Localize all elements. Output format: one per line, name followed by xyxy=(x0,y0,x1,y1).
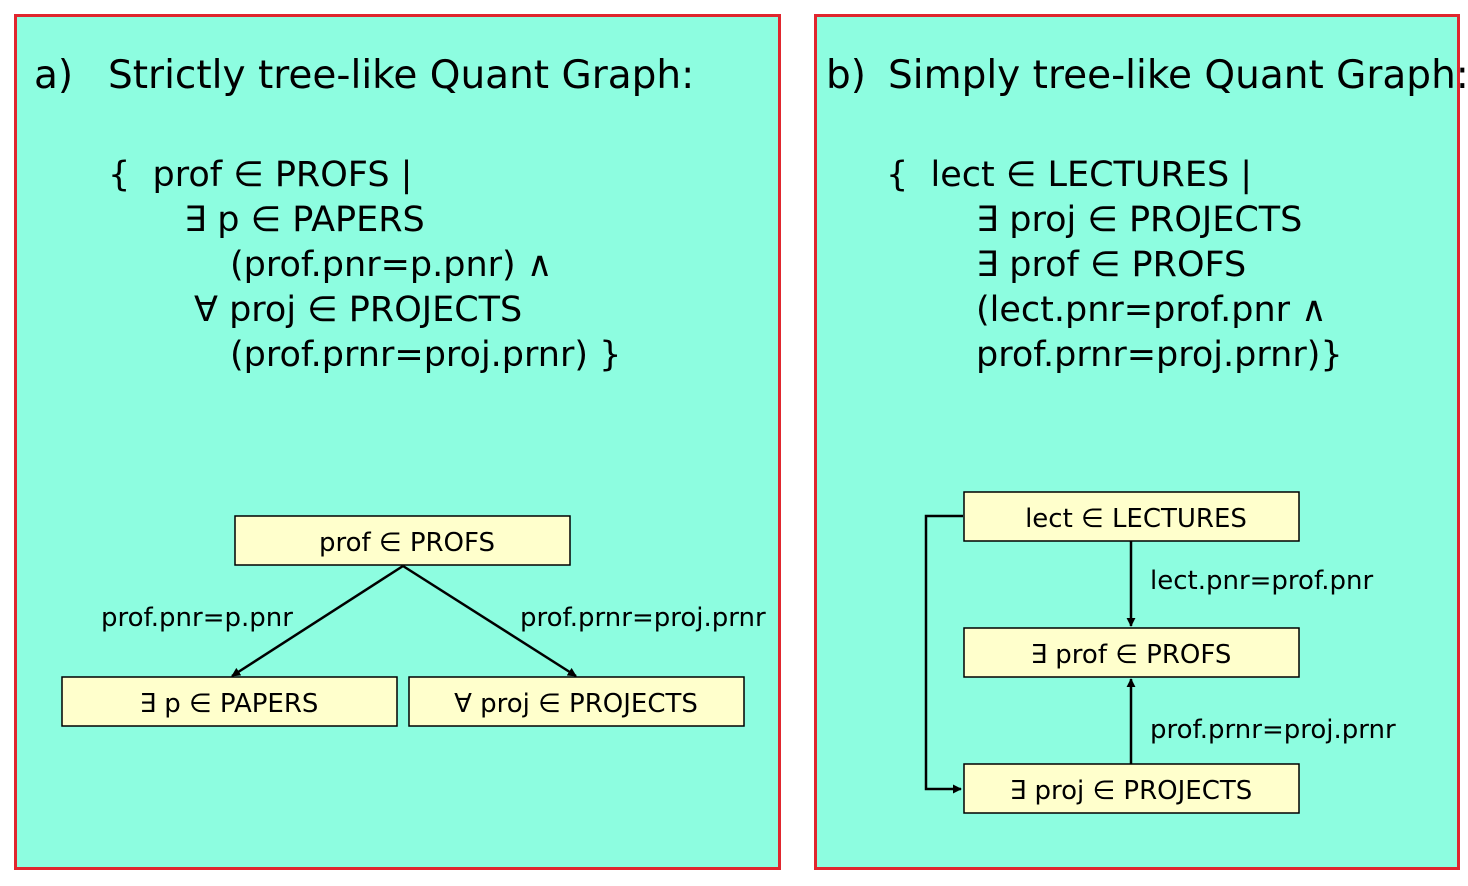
graph-b: lect ∈ LECTURES ∃ prof ∈ PROFS ∃ proj ∈ … xyxy=(924,491,1396,814)
node-exists-prof-profs: ∃ prof ∈ PROFS xyxy=(963,627,1300,678)
node-label: lect ∈ LECTURES xyxy=(1025,504,1247,534)
node-label: prof ∈ PROFS xyxy=(319,528,495,558)
graph-a: prof ∈ PROFS ∃ p ∈ PAPERS ∀ proj ∈ PROJE… xyxy=(61,515,766,727)
formula-line: prof.prnr=proj.prnr)} xyxy=(976,335,1343,375)
panel-strictly-tree-like xyxy=(14,14,781,870)
panel-a-title-text: Strictly tree-like Quant Graph: xyxy=(108,53,695,98)
edge-label-left: prof.pnr=p.pnr xyxy=(101,603,293,633)
edge-label-top-middle: lect.pnr=prof.pnr xyxy=(1150,566,1373,596)
panel-a-title: a) Strictly tree-like Quant Graph: xyxy=(34,56,694,95)
node-exists-p-papers: ∃ p ∈ PAPERS xyxy=(61,676,398,727)
node-lect-lectures: lect ∈ LECTURES xyxy=(963,491,1300,542)
formula-line: ∃ prof ∈ PROFS xyxy=(976,245,1247,285)
formula-line: ∃ proj ∈ PROJECTS xyxy=(976,200,1303,240)
node-label: ∃ prof ∈ PROFS xyxy=(1031,640,1232,670)
formula-line: ∃ p ∈ PAPERS xyxy=(184,200,425,240)
panel-simply-tree-like xyxy=(814,14,1460,870)
node-label: ∀ proj ∈ PROJECTS xyxy=(454,689,698,719)
edge-root-right xyxy=(402,564,577,678)
edge-label-bottom-middle: prof.prnr=proj.prnr xyxy=(1150,715,1396,745)
panel-a-letter: a) xyxy=(34,53,74,98)
panel-a-formula: { prof ∈ PROFS | ∃ p ∈ PAPERS (prof.pnr=… xyxy=(108,153,621,378)
node-label: ∃ p ∈ PAPERS xyxy=(140,689,319,719)
edge-top-bottom xyxy=(924,514,963,794)
formula-line: (prof.prnr=proj.prnr) } xyxy=(230,335,622,375)
panel-b-letter: b) xyxy=(826,53,866,98)
node-forall-proj-projects: ∀ proj ∈ PROJECTS xyxy=(408,676,745,727)
edge-root-left xyxy=(231,564,404,678)
formula-line: (lect.pnr=prof.pnr ∧ xyxy=(976,290,1327,330)
panel-b-title-text: Simply tree-like Quant Graph: xyxy=(888,53,1468,98)
node-label: ∃ proj ∈ PROJECTS xyxy=(1010,776,1252,806)
formula-line: { lect ∈ LECTURES | xyxy=(886,155,1253,195)
panel-b-formula: { lect ∈ LECTURES | ∃ proj ∈ PROJECTS ∃ … xyxy=(886,153,1343,378)
formula-line: (prof.pnr=p.pnr) ∧ xyxy=(230,245,553,285)
formula-line: { prof ∈ PROFS | xyxy=(108,155,413,195)
formula-line: ∀ proj ∈ PROJECTS xyxy=(194,290,523,330)
edge-label-right: prof.prnr=proj.prnr xyxy=(520,603,766,633)
node-prof-profs: prof ∈ PROFS xyxy=(234,515,571,566)
panel-b-title: b) Simply tree-like Quant Graph: xyxy=(826,56,1468,95)
node-exists-proj-projects: ∃ proj ∈ PROJECTS xyxy=(963,763,1300,814)
